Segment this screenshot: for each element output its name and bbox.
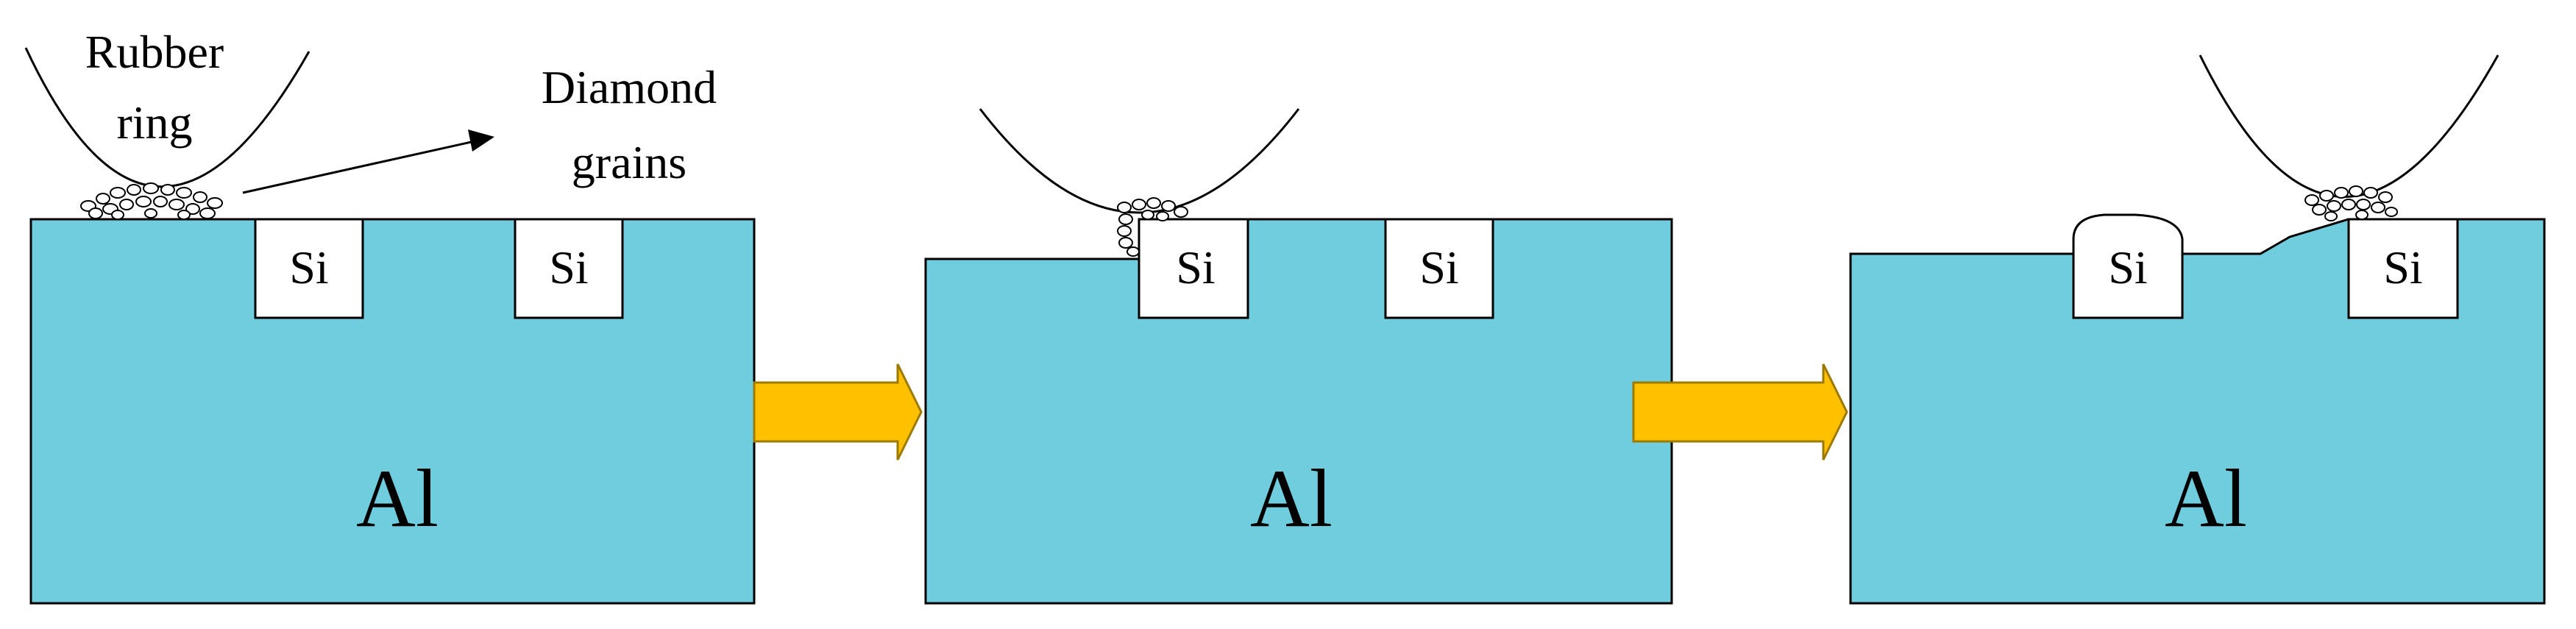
rubber-ring-label-line1: Rubber (85, 26, 224, 78)
rubber-ring-label-line2: ring (116, 96, 192, 149)
panel-2: Al Si Si (924, 108, 1673, 605)
si-particle-3b (2347, 218, 2459, 319)
process-arrow-2 (1632, 363, 1848, 461)
process-arrow-1 (753, 363, 923, 461)
si-particle-3a-rounded (2072, 213, 2184, 319)
si-label-1a: Si (289, 241, 328, 294)
diamond-grains-1 (80, 182, 223, 220)
diamond-pointer-line (242, 140, 475, 194)
al-label-3: Al (2165, 453, 2247, 544)
rubber-ring-3 (2199, 54, 2499, 198)
diamond-pointer-arrowhead (468, 129, 494, 152)
si-label-3b: Si (2383, 241, 2422, 294)
si-particle-1b (514, 218, 624, 319)
diamond-grains-3 (2304, 185, 2398, 221)
si-particle-2b (1384, 218, 1494, 319)
si-label-2b: Si (1419, 241, 1458, 294)
diamond-grains-label-line1: Diamond (542, 61, 717, 113)
al-label-1: Al (356, 453, 439, 544)
panel-3: Al Si Si (1849, 54, 2546, 605)
si-particle-2a (1138, 218, 1249, 319)
al-block-2 (924, 218, 1673, 605)
si-label-2a: Si (1176, 241, 1215, 294)
si-label-3a: Si (2108, 241, 2147, 294)
panel-1: Al Si Si Rubber (24, 26, 756, 605)
diamond-grains-2 (1117, 197, 1188, 257)
diamond-grains-label-line2: grains (572, 136, 686, 188)
al-label-2: Al (1250, 453, 1333, 544)
rubber-ring-1 (24, 47, 311, 188)
si-label-1b: Si (549, 241, 588, 294)
rubber-ring-2 (979, 108, 1300, 214)
al-block-1 (29, 218, 756, 605)
si-particle-1a (254, 218, 364, 319)
